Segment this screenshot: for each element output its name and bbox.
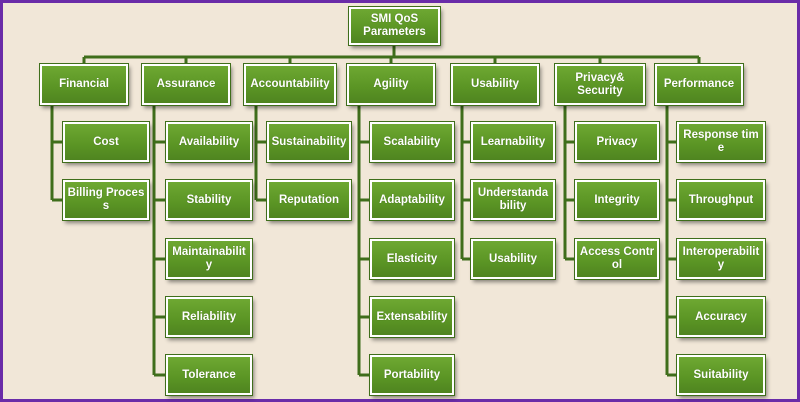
category-label: Performance [663,78,735,90]
child-label: Response time [683,129,759,154]
category-label: Agility [373,78,409,90]
child-cost: Cost [62,121,150,163]
child-elasticity: Elasticity [369,238,455,280]
child-label: Usability [489,252,537,265]
category-financial: Financial [39,63,129,106]
child-label: Elasticity [386,252,438,265]
child-label: Tolerance [182,368,236,381]
child-label: Reputation [278,193,340,206]
child-tolerance: Tolerance [165,354,253,396]
child-reliability: Reliability [165,296,253,338]
child-portability: Portability [369,354,455,396]
child-suitability: Suitability [676,354,766,396]
child-label: Access Control [579,246,655,271]
child-scalability: Scalability [369,121,455,163]
category-privacy-security: Privacy& Security [554,63,646,106]
child-sustainability: Sustainability [266,121,352,163]
category-label: Assurance [156,78,216,90]
child-label: Stability [186,193,232,206]
child-label: Accuracy [695,310,747,323]
child-label: Understandability [477,187,549,212]
category-label: Privacy& Security [575,71,625,97]
child-usability: Usability [470,238,556,280]
child-access-control: Access Control [574,238,660,280]
category-accountability: Accountability [243,63,337,106]
child-label: Throughput [688,193,754,206]
child-label: Privacy [596,135,638,148]
child-label: Sustainability [271,135,347,148]
category-agility: Agility [346,63,436,106]
child-label: Scalability [383,135,441,148]
root-node: SMI QoS Parameters [348,6,441,46]
child-reputation: Reputation [266,179,352,221]
child-availability: Availability [165,121,253,163]
child-label: Billing Process [67,187,145,212]
category-label: Accountability [250,78,330,90]
child-throughput: Throughput [676,179,766,221]
category-label: Financial [59,78,109,90]
child-label: Portability [383,368,441,381]
root-node-label: SMI QoS Parameters [363,13,426,38]
child-label: Reliability [181,310,237,323]
child-label: Maintainability [172,246,246,271]
category-label: Usability [471,78,519,90]
child-label: Suitability [693,368,749,381]
child-accuracy: Accuracy [676,296,766,338]
child-understandability: Understandability [470,179,556,221]
child-response-time: Response time [676,121,766,163]
child-label: Adaptability [379,193,445,206]
child-label: Availability [178,135,240,148]
child-billing-process: Billing Process [62,179,150,221]
child-label: Integrity [594,193,640,206]
child-interoperability: Interoperability [676,238,766,280]
child-label: Interoperability [682,246,760,271]
child-integrity: Integrity [574,179,660,221]
child-maintainability: Maintainability [165,238,253,280]
child-adaptability: Adaptability [369,179,455,221]
child-stability: Stability [165,179,253,221]
child-label: Extensability [376,310,448,323]
child-label: Learnability [480,135,546,148]
category-performance: Performance [654,63,744,106]
category-usability: Usability [450,63,540,106]
child-privacy: Privacy [574,121,660,163]
child-learnability: Learnability [470,121,556,163]
child-label: Cost [93,135,119,148]
child-extensability: Extensability [369,296,455,338]
category-assurance: Assurance [141,63,231,106]
